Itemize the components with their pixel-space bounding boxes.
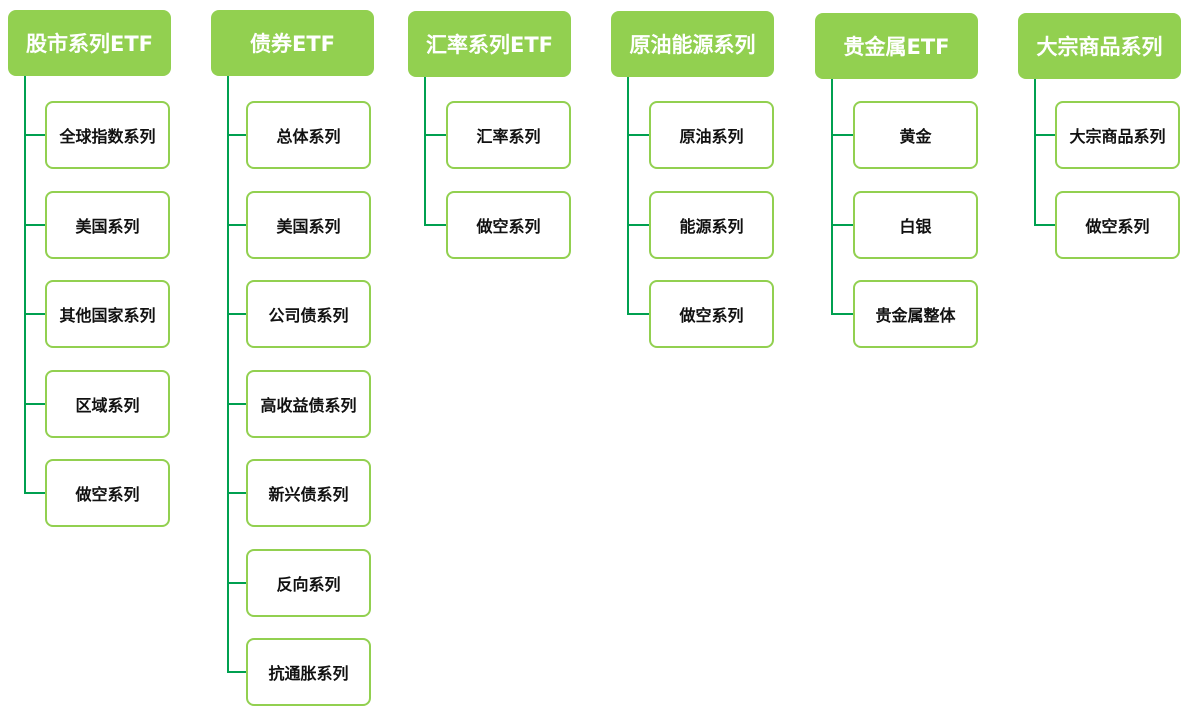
subcategory-box[interactable]: 做空系列 — [649, 280, 774, 348]
connector-branch — [227, 134, 246, 136]
connector-branch — [227, 223, 246, 226]
connector-trunk — [1034, 79, 1036, 226]
subcategory-box[interactable]: 反向系列 — [246, 548, 371, 617]
subcategory-box[interactable]: 美国系列 — [246, 190, 371, 259]
category-header[interactable]: 债券ETF — [211, 10, 374, 76]
subcategory-box[interactable]: 白银 — [853, 190, 978, 259]
connector-branch — [24, 223, 45, 226]
connector-branch — [1034, 223, 1055, 226]
subcategory-box[interactable]: 高收益债系列 — [246, 369, 371, 438]
subcategory-box[interactable]: 美国系列 — [45, 190, 170, 259]
connector-branch — [831, 223, 853, 226]
category-header[interactable]: 大宗商品系列 — [1018, 13, 1181, 79]
subcategory-box[interactable]: 做空系列 — [446, 190, 571, 259]
category-header[interactable]: 贵金属ETF — [815, 13, 978, 79]
category-header[interactable]: 原油能源系列 — [611, 11, 774, 77]
connector-trunk — [24, 76, 26, 494]
subcategory-box[interactable]: 做空系列 — [45, 459, 170, 527]
connector-trunk — [831, 79, 833, 315]
connector-branch — [627, 313, 649, 315]
subcategory-box[interactable]: 汇率系列 — [446, 101, 571, 169]
connector-branch — [424, 134, 446, 136]
subcategory-box[interactable]: 公司债系列 — [246, 280, 371, 348]
connector-branch — [627, 223, 649, 226]
connector-branch — [24, 402, 45, 405]
connector-branch — [627, 134, 649, 136]
connector-branch — [227, 313, 246, 315]
subcategory-box[interactable]: 大宗商品系列 — [1055, 101, 1180, 169]
connector-branch — [831, 313, 853, 315]
connector-trunk — [424, 77, 426, 226]
subcategory-box[interactable]: 新兴债系列 — [246, 459, 371, 527]
subcategory-box[interactable]: 抗通胀系列 — [246, 638, 371, 706]
connector-branch — [227, 492, 246, 494]
connector-branch — [24, 492, 45, 494]
subcategory-box[interactable]: 做空系列 — [1055, 190, 1180, 259]
category-header[interactable]: 汇率系列ETF — [408, 11, 571, 77]
connector-trunk — [227, 76, 229, 673]
subcategory-box[interactable]: 区域系列 — [45, 369, 170, 438]
connector-branch — [227, 671, 246, 673]
subcategory-box[interactable]: 能源系列 — [649, 190, 774, 259]
connector-branch — [1034, 134, 1055, 136]
subcategory-box[interactable]: 贵金属整体 — [853, 280, 978, 348]
connector-branch — [227, 581, 246, 584]
subcategory-box[interactable]: 总体系列 — [246, 101, 371, 169]
connector-branch — [227, 402, 246, 405]
connector-branch — [24, 134, 45, 136]
category-header[interactable]: 股市系列ETF — [8, 10, 171, 76]
subcategory-box[interactable]: 全球指数系列 — [45, 101, 170, 169]
connector-branch — [831, 134, 853, 136]
connector-trunk — [627, 77, 629, 315]
subcategory-box[interactable]: 其他国家系列 — [45, 280, 170, 348]
connector-branch — [424, 223, 446, 226]
subcategory-box[interactable]: 黄金 — [853, 101, 978, 169]
subcategory-box[interactable]: 原油系列 — [649, 101, 774, 169]
connector-branch — [24, 313, 45, 315]
